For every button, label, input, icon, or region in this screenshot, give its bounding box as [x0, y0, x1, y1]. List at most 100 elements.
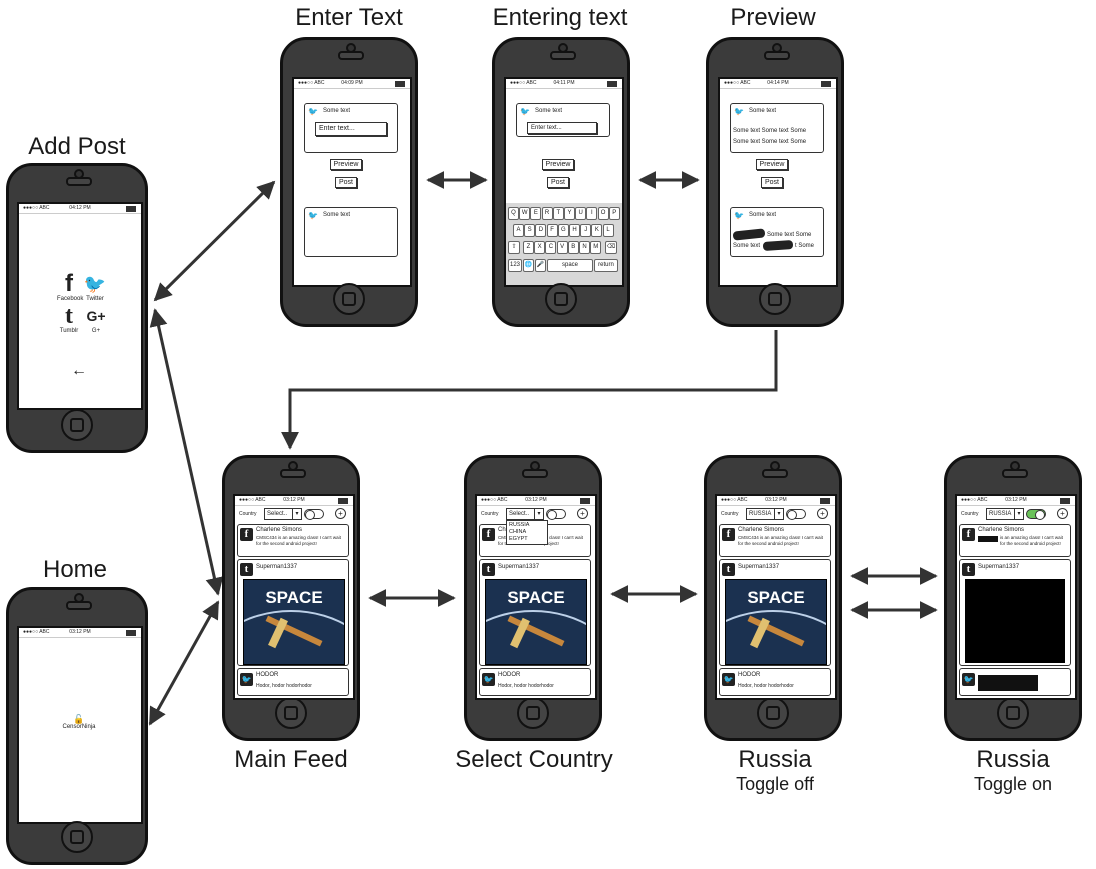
key-r[interactable]: R — [541, 207, 553, 220]
post-button[interactable]: Post — [335, 177, 357, 188]
battery-icon — [820, 498, 830, 504]
globe-icon[interactable]: 🌐 — [523, 259, 534, 272]
home-button-icon[interactable] — [61, 821, 93, 853]
return-key[interactable]: return — [594, 259, 618, 272]
battery-icon — [580, 498, 590, 504]
key-a[interactable]: A — [513, 224, 524, 237]
key-k[interactable]: K — [591, 224, 603, 237]
dropdown-option-russia[interactable]: RUSSIA — [509, 522, 530, 528]
country-select[interactable]: Select..▾ — [264, 508, 302, 520]
key-e[interactable]: E — [530, 207, 542, 220]
space-image: SPACE — [485, 579, 587, 665]
twitter-share-button[interactable]: 🐦 Twitter — [83, 272, 107, 302]
censor-toggle[interactable] — [546, 509, 566, 520]
twitter-icon: 🐦 — [722, 673, 735, 686]
key-g[interactable]: G — [557, 224, 569, 237]
caption-entering-text-text: Entering text — [492, 4, 628, 31]
key-d[interactable]: D — [535, 224, 547, 237]
preview-button[interactable]: Preview — [330, 159, 362, 170]
preview-card-title: Some text — [323, 212, 351, 218]
country-select[interactable]: RUSSIA▾ — [986, 508, 1024, 520]
country-label: Country — [721, 511, 739, 517]
post-button[interactable]: Post — [547, 177, 569, 188]
key-c[interactable]: C — [545, 241, 557, 254]
key-z[interactable]: Z — [523, 241, 534, 254]
battery-icon — [607, 81, 617, 87]
back-arrow-icon[interactable]: ← — [71, 362, 87, 379]
censor-blot-1 — [732, 228, 766, 241]
chevron-down-icon: ▾ — [292, 509, 301, 519]
key-v[interactable]: V — [556, 241, 568, 254]
country-label: Country — [239, 511, 257, 517]
caption-select-country: Select Country — [434, 746, 634, 774]
key-l[interactable]: L — [602, 224, 614, 237]
app-launch-button[interactable]: 🔓 CensorNinja — [49, 714, 109, 730]
home-button-icon[interactable] — [517, 697, 549, 729]
key-y[interactable]: Y — [564, 207, 575, 220]
add-post-button[interactable]: + — [817, 508, 828, 519]
key-q[interactable]: Q — [508, 207, 519, 220]
space-key[interactable]: space — [547, 259, 593, 272]
arrow-preview-mainfeed — [281, 330, 778, 450]
home-button-icon[interactable] — [545, 283, 577, 315]
compose-card: 🐦 Some text Enter text... — [516, 103, 610, 137]
caption-add-post-text: Add Post — [28, 133, 126, 160]
key-m[interactable]: M — [590, 241, 602, 254]
home-button-icon[interactable] — [759, 283, 791, 315]
shift-key-icon[interactable]: ⇧ — [508, 241, 520, 254]
key-w[interactable]: W — [519, 207, 531, 220]
key-i[interactable]: I — [586, 207, 598, 220]
dropdown-option-egypt[interactable]: EGYPT — [509, 536, 528, 542]
facebook-icon: f — [722, 528, 735, 541]
dropdown-option-china[interactable]: CHINA — [509, 529, 527, 535]
home-button-icon[interactable] — [997, 697, 1029, 729]
home-button-icon[interactable] — [61, 409, 93, 441]
status-time: 03:12 PM — [69, 629, 91, 635]
add-post-button[interactable]: + — [1057, 508, 1068, 519]
delete-key-icon[interactable]: ⌫ — [605, 241, 617, 254]
screen-enter-text: ●●●○○ ABC 04:09 PM 🐦 Some text Enter tex… — [292, 77, 412, 287]
text-input[interactable]: Enter text... — [527, 122, 597, 134]
home-button-icon[interactable] — [757, 697, 789, 729]
post-button[interactable]: Post — [761, 177, 783, 188]
numbers-key[interactable]: 123 — [508, 259, 522, 272]
key-b[interactable]: B — [567, 241, 579, 254]
tumblr-share-button[interactable]: t Tumblr — [57, 304, 81, 334]
phone-add-post: ●●●○○ ABC 04:12 PM f Facebook 🐦 Twitter … — [6, 163, 148, 453]
facebook-icon: f — [240, 528, 253, 541]
censor-toggle[interactable] — [304, 509, 324, 520]
key-n[interactable]: N — [579, 241, 590, 254]
key-s[interactable]: S — [524, 224, 536, 237]
text-input[interactable]: Enter text... — [315, 122, 387, 136]
key-h[interactable]: H — [569, 224, 580, 237]
gplus-label: G+ — [91, 328, 101, 334]
censor-toggle[interactable] — [1026, 509, 1046, 520]
preview-button[interactable]: Preview — [756, 159, 788, 170]
gplus-share-button[interactable]: G+ G+ — [83, 304, 109, 334]
key-u[interactable]: U — [575, 207, 587, 220]
microphone-icon[interactable]: 🎤 — [535, 259, 546, 272]
country-select[interactable]: RUSSIA▾ — [746, 508, 784, 520]
key-o[interactable]: O — [597, 207, 609, 220]
key-f[interactable]: F — [546, 224, 558, 237]
censor-toggle[interactable] — [786, 509, 806, 520]
preview-button[interactable]: Preview — [542, 159, 574, 170]
key-j[interactable]: J — [580, 224, 592, 237]
key-t[interactable]: T — [552, 207, 564, 220]
country-select[interactable]: Select..▾ — [506, 508, 544, 520]
country-select-value: RUSSIA — [989, 511, 1012, 517]
add-post-button[interactable]: + — [577, 508, 588, 519]
add-post-button[interactable]: + — [335, 508, 346, 519]
facebook-share-button[interactable]: f Facebook — [57, 272, 83, 303]
key-p[interactable]: P — [608, 207, 620, 220]
home-button-icon[interactable] — [275, 697, 307, 729]
home-button-icon[interactable] — [333, 283, 365, 315]
key-x[interactable]: X — [534, 241, 546, 254]
